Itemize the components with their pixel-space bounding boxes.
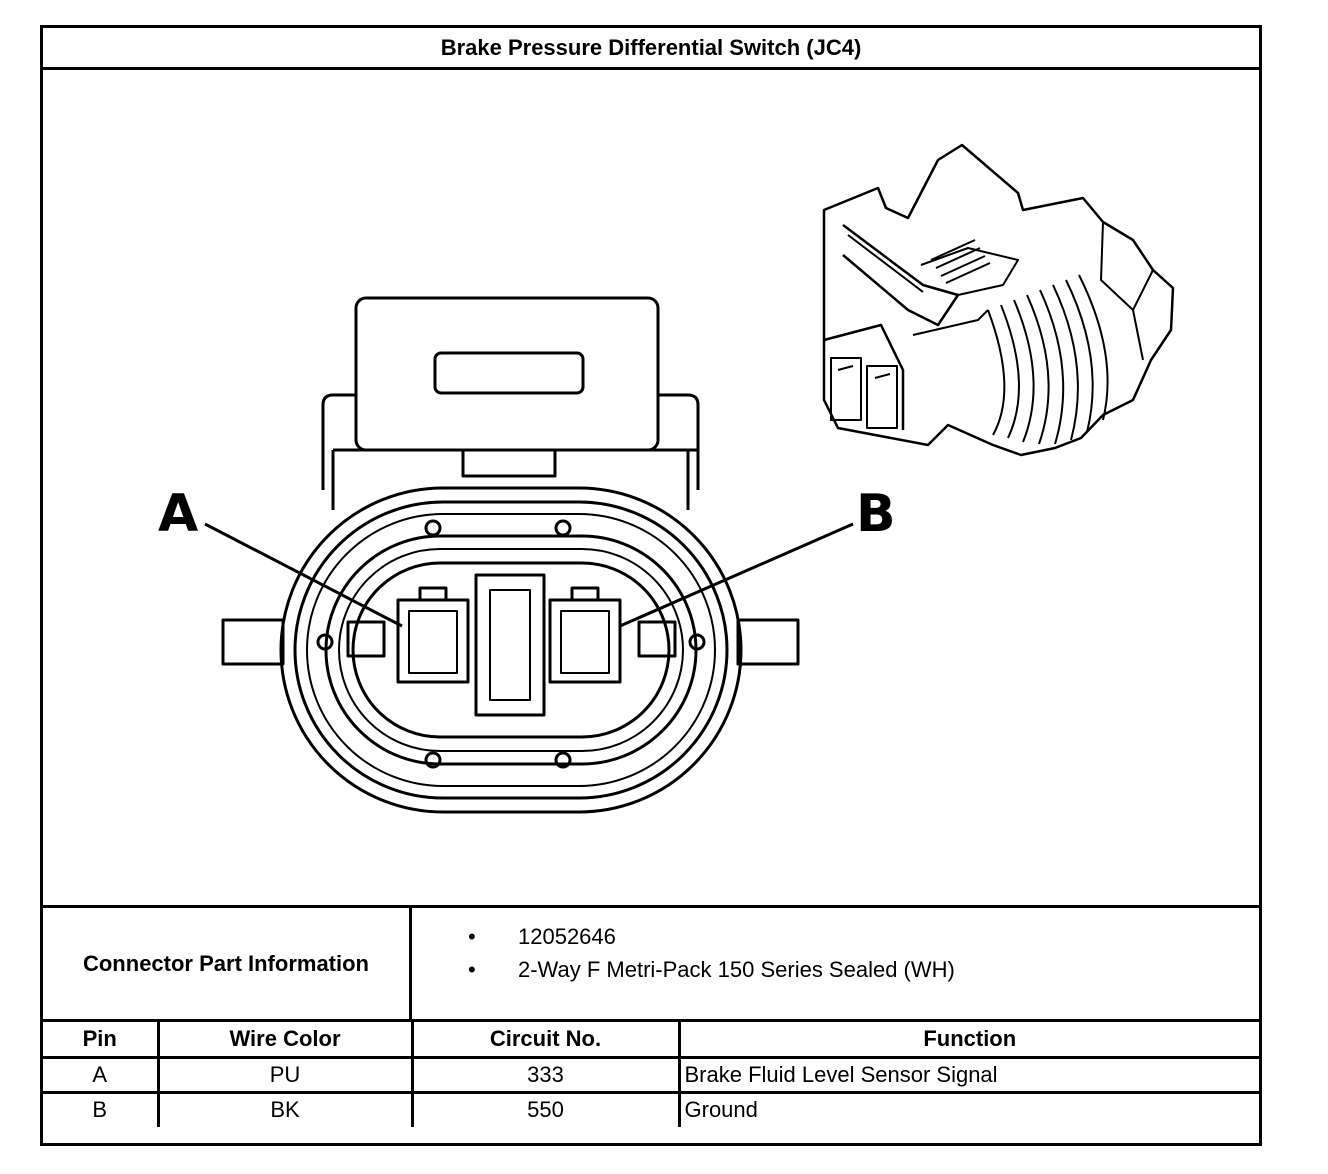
cell-pin: A [43,1055,160,1094]
seal-ring-outer [293,500,729,800]
cell-function: Ground [677,1090,1259,1127]
cell-circuit: 333 [410,1055,681,1094]
table-row: B BK 550 Ground [43,1090,1259,1127]
part-number: 12052646 [412,920,1259,953]
cell-pin: B [43,1090,160,1127]
cell-circuit: 550 [410,1090,681,1127]
keyway-right [637,620,677,658]
connector-description: 2-Way F Metri-Pack 150 Series Sealed (WH… [412,953,1259,986]
right-ear [736,618,800,666]
terminal-cavity-b [548,586,622,684]
outer-shell [279,486,743,814]
header-circuit: Circuit No. [410,1022,681,1059]
connector-info-label: Connector Part Information [43,908,412,1019]
terminal-cavity-a [396,586,470,684]
locator-dot [316,633,334,651]
cell-wire-color: BK [156,1090,414,1127]
pin-b-leader-line [619,522,854,628]
connector-isometric-view [822,143,1175,457]
header-pin: Pin [43,1022,160,1059]
cell-wire-color: PU [156,1055,414,1094]
iso-cavity-b [866,365,898,429]
connector-drawing [204,143,1175,814]
latch-cover [354,296,660,452]
pin-table-header: Pin Wire Color Circuit No. Function [43,1022,1259,1059]
keyway-left [346,620,386,658]
isometric-body [822,143,1175,457]
pin-table: Pin Wire Color Circuit No. Function A PU… [43,1022,1259,1127]
connector-diagram: A B [43,70,1259,906]
right-shoulder [658,393,700,490]
locator-dot [424,751,442,769]
latch-tab [461,448,557,478]
page-title: Brake Pressure Differential Switch (JC4) [43,28,1259,70]
locator-dot [554,519,572,537]
latch-window [433,351,585,395]
connector-info-row: Connector Part Information 12052646 2-Wa… [43,905,1259,1022]
connector-info-list: 12052646 2-Way F Metri-Pack 150 Series S… [412,908,1259,1031]
pin-a-leader-line [204,522,403,628]
locator-dot [688,633,706,651]
cell-function: Brake Fluid Level Sensor Signal [677,1055,1259,1094]
left-shoulder [321,393,356,490]
connector-face-view [204,296,854,814]
locator-dot [424,519,442,537]
terminal-housing [351,561,671,739]
connector-sheet: Brake Pressure Differential Switch (JC4) [40,25,1262,1146]
pin-a-callout: A [158,484,199,544]
left-ear [221,618,285,666]
header-wire-color: Wire Color [156,1022,414,1059]
center-divider [474,573,546,717]
header-function: Function [677,1022,1259,1059]
locator-dot [554,751,572,769]
table-row: A PU 333 Brake Fluid Level Sensor Signal [43,1055,1259,1094]
pin-b-callout: B [856,484,896,544]
iso-cavity-a [830,357,862,421]
